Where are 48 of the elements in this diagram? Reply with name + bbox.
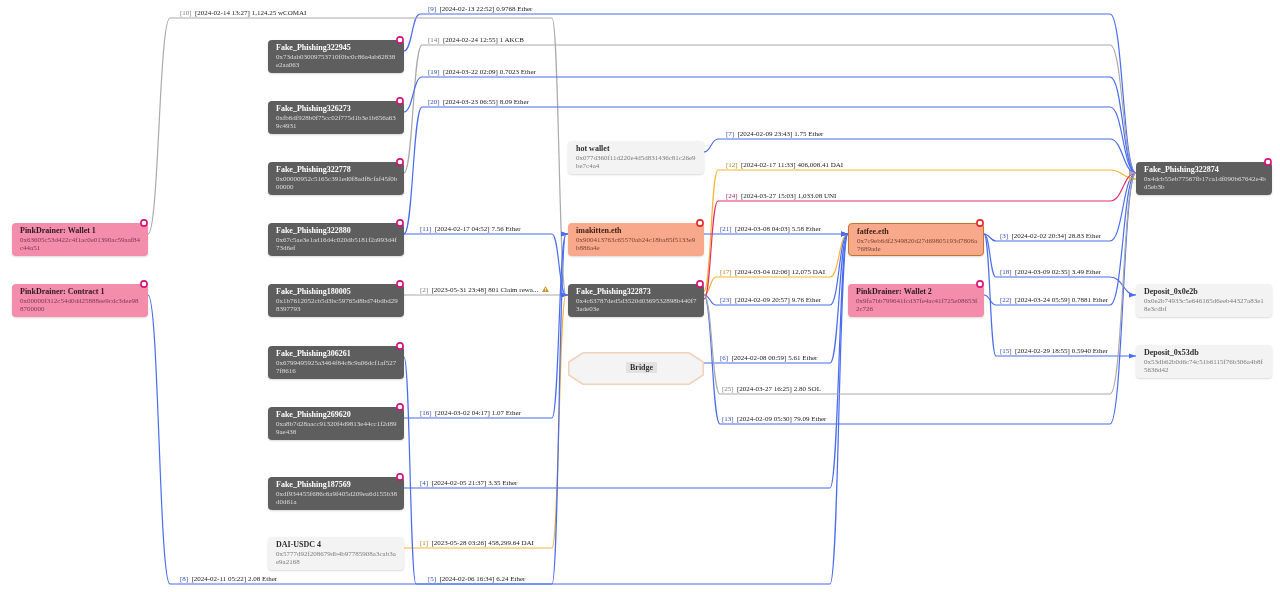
transfer-arrow	[983, 172, 1137, 306]
address-card	[1136, 345, 1272, 378]
address-card	[848, 284, 984, 317]
address-name: DAI-USDC 4	[276, 540, 322, 549]
transfer-arrow	[403, 13, 1137, 174]
address-card	[12, 284, 148, 317]
address-name: Fake_Phishing322880	[276, 226, 351, 235]
address-name: Fake_Phishing322778	[276, 165, 351, 174]
address-card	[268, 101, 404, 134]
address-name: PinkDrainer: Wallet 2	[856, 287, 932, 296]
address-name: Fake_Phishing269620	[276, 410, 351, 419]
address-name: fatfee.eth	[857, 227, 889, 236]
address-card	[268, 162, 404, 195]
address-card	[568, 284, 704, 317]
address-name: Fake_Phishing187569	[276, 480, 351, 489]
address-name: Deposit_0x53db	[1144, 348, 1199, 357]
address-card	[568, 141, 704, 174]
address-name: Fake_Phishing322873	[576, 287, 651, 296]
address-name: Fake_Phishing326273	[276, 104, 351, 113]
transfer-arrow	[403, 231, 569, 419]
address-name: Deposit_0x0e2b	[1144, 287, 1198, 296]
address-name: Fake_Phishing306261	[276, 349, 351, 358]
transfer-arrow	[983, 233, 1137, 297]
address-name: Fake_Phishing180005	[276, 287, 351, 296]
address-card	[1136, 162, 1272, 195]
address-name: Fake_Phishing322874	[1144, 165, 1219, 174]
address-card	[268, 223, 404, 256]
address-card	[12, 223, 148, 256]
address-card	[268, 40, 404, 73]
octagon-node	[568, 352, 704, 385]
address-name: PinkDrainer: Wallet 1	[20, 226, 96, 235]
address-card	[848, 223, 984, 256]
address-name: imakitten.eth	[576, 226, 622, 235]
address-card	[268, 537, 404, 570]
address-name: Fake_Phishing322945	[276, 43, 351, 52]
address-card	[268, 407, 404, 440]
transfer-arrow	[703, 233, 849, 364]
address-card	[268, 477, 404, 510]
transfer-arrow	[403, 233, 569, 298]
transfer-arrow	[403, 44, 1137, 174]
address-card	[268, 284, 404, 317]
address-card	[568, 223, 704, 256]
address-name: PinkDrainer: Contract 1	[20, 287, 105, 296]
address-name: hot wallet	[576, 144, 610, 153]
address-card	[268, 346, 404, 379]
address-card	[1136, 284, 1272, 317]
category-tag: Bridge	[626, 362, 658, 373]
transfer-arrow	[703, 231, 849, 237]
